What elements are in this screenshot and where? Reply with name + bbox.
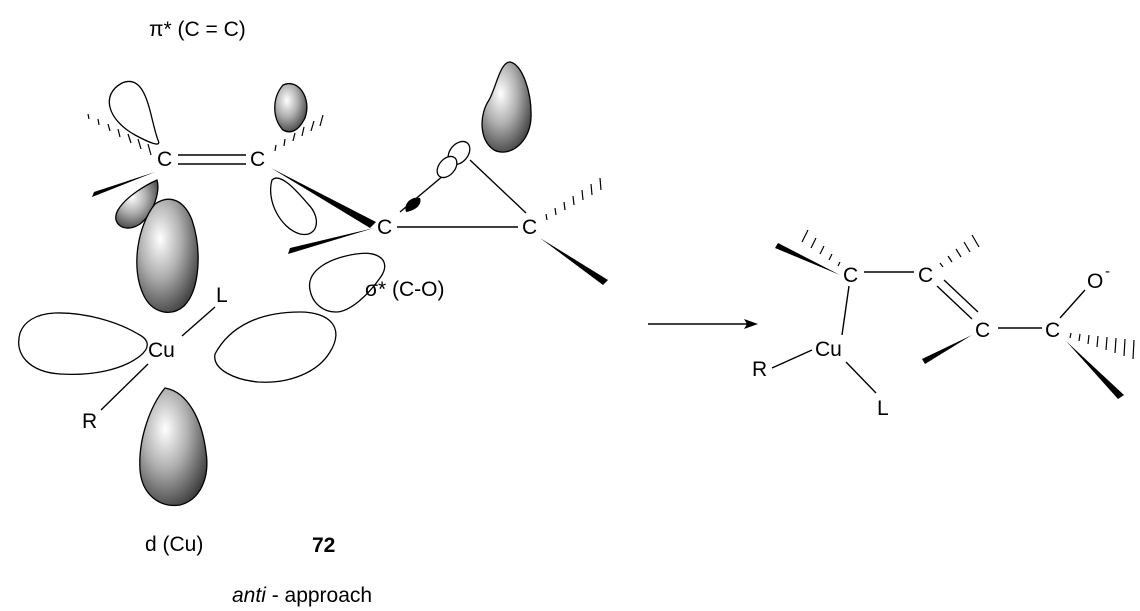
- product-cu-l-bond: [845, 361, 877, 394]
- atom-copper: Cu: [148, 339, 175, 362]
- product-cu-r-bond: [771, 349, 813, 369]
- atom-r-group: R: [82, 410, 97, 433]
- hashed-bond-left-c: [87, 113, 152, 156]
- d-orbital-label: d (Cu): [145, 533, 203, 556]
- product-atom-r-group: R: [752, 358, 767, 381]
- product-oxygen-charge: -: [1105, 263, 1110, 280]
- pi-star-lobe-bottom-right: [270, 177, 318, 236]
- sigma-star-lobe-lower: [309, 252, 386, 313]
- d-lobe-left: [18, 312, 148, 376]
- oxygen-lobe-2: [436, 155, 458, 179]
- product-atom-copper: Cu: [815, 338, 842, 361]
- epoxide-co-bond-right: [469, 159, 527, 214]
- sigma-small-lobe: [405, 197, 421, 212]
- product-wedge-c3: [922, 335, 972, 364]
- product-atom-c1: C: [843, 264, 858, 287]
- hashed-bond-epoxide-right: [545, 177, 602, 221]
- d-lobe-bottom: [139, 387, 208, 507]
- sigma-star-lobe-upper: [481, 61, 532, 153]
- approach-caption-anti: anti: [232, 584, 267, 607]
- product-structure: C C C C O -: [752, 229, 1135, 420]
- pi-star-label: π* (C = C): [149, 18, 246, 41]
- product-wedge-c1: [775, 243, 840, 275]
- hashed-bond-right-c: [274, 114, 324, 152]
- product-hashed-c2: [939, 234, 980, 268]
- transition-state-72: π* (C = C) C C: [18, 18, 608, 607]
- pi-star-lobe-top-left: [108, 80, 160, 145]
- d-lobe-right: [214, 311, 337, 383]
- product-atom-oxygen: O: [1087, 270, 1103, 293]
- product-hashed-c4: [1069, 332, 1135, 360]
- compound-number: 72: [312, 534, 335, 557]
- cu-r-bond: [100, 363, 149, 411]
- product-atom-c2: C: [918, 264, 933, 287]
- pi-star-lobe-top-right: [274, 82, 308, 133]
- atom-ligand: L: [216, 284, 228, 307]
- product-atom-ligand: L: [877, 397, 889, 420]
- atom-c-left: C: [157, 148, 172, 171]
- product-atom-c4: C: [1045, 319, 1060, 342]
- product-atom-c3: C: [975, 319, 990, 342]
- atom-c-right: C: [250, 148, 265, 171]
- product-c1-cu-bond: [841, 285, 850, 336]
- sigma-star-label: σ* (C-O): [365, 278, 444, 301]
- product-c2-c3-bond-1: [936, 285, 973, 320]
- cu-l-bond: [181, 306, 216, 337]
- atom-c-epoxide-right: C: [522, 216, 537, 239]
- product-c2-c3-bond-2: [943, 279, 979, 313]
- wedge-bond-epoxide-left: [288, 228, 374, 254]
- wedge-bond-left-c: [92, 172, 155, 197]
- reaction-arrow: [648, 319, 758, 329]
- wedge-bond-epoxide-right: [540, 238, 608, 285]
- product-c4-o-bond: [1059, 289, 1086, 319]
- wedge-bond-to-epoxide: [271, 168, 376, 228]
- product-wedge-c4: [1066, 341, 1124, 399]
- d-lobe-top: [136, 198, 199, 313]
- approach-caption: anti - approach: [232, 584, 372, 607]
- approach-caption-rest: - approach: [266, 584, 372, 607]
- atom-c-epoxide-left: C: [377, 216, 392, 239]
- product-hashed-c1: [801, 229, 841, 267]
